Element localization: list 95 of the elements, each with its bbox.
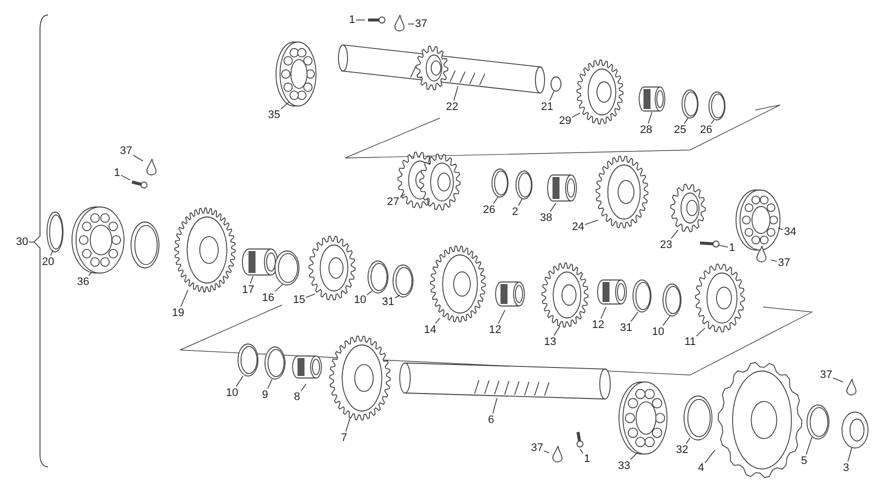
leader-line bbox=[550, 202, 556, 212]
leader-line bbox=[696, 328, 706, 336]
callout-number: 28 bbox=[640, 124, 652, 136]
callout-number: 1 bbox=[729, 242, 736, 254]
callout-number: 17 bbox=[242, 284, 254, 296]
callout-number: 29 bbox=[559, 114, 572, 128]
callout-number: 8 bbox=[294, 390, 300, 404]
leader-line bbox=[454, 86, 458, 101]
callout-number: 9 bbox=[262, 388, 268, 402]
callout-number: 5 bbox=[801, 454, 808, 468]
leader-line bbox=[684, 118, 688, 124]
callout-number: 26 bbox=[700, 124, 712, 136]
callout-number: 10 bbox=[354, 294, 366, 306]
leader-line bbox=[435, 318, 440, 324]
callout-number: 36 bbox=[77, 276, 90, 288]
leader-line bbox=[686, 438, 690, 444]
callout-number: 15 bbox=[293, 294, 306, 306]
callout-number: 1 bbox=[114, 166, 120, 180]
callout-number: 13 bbox=[544, 336, 556, 348]
callout-number: 11 bbox=[684, 336, 696, 348]
leader-line bbox=[498, 310, 506, 324]
leader-line bbox=[300, 384, 306, 392]
callout-number: 33 bbox=[618, 460, 630, 472]
leader-line bbox=[88, 272, 92, 276]
callout-number: 35 bbox=[268, 108, 280, 122]
leader-line bbox=[580, 448, 584, 454]
callout-number: 16 bbox=[262, 292, 274, 304]
callout-number: 21 bbox=[541, 100, 554, 114]
callout-number: 37 bbox=[415, 18, 428, 30]
leader-line bbox=[492, 398, 498, 414]
leader-line bbox=[662, 316, 670, 326]
leader-line bbox=[493, 196, 498, 204]
leader-line bbox=[394, 294, 400, 298]
leader-line bbox=[267, 378, 272, 389]
leader-line bbox=[554, 326, 560, 336]
callout-number: 24 bbox=[572, 220, 584, 234]
leader-line bbox=[400, 194, 406, 198]
callout-number: 7 bbox=[341, 432, 348, 444]
leader-line bbox=[770, 260, 778, 262]
callout-number: 4 bbox=[698, 462, 704, 474]
callout-number: 3 bbox=[843, 462, 850, 474]
leader-line bbox=[572, 112, 580, 118]
callout-number: 37 bbox=[820, 368, 832, 382]
callout-number: 1 bbox=[584, 452, 590, 466]
leader-line bbox=[710, 120, 714, 124]
callout-number: 19 bbox=[172, 306, 184, 320]
leader-line bbox=[630, 452, 638, 460]
callout-number: 10 bbox=[226, 386, 238, 400]
callout-number: 25 bbox=[674, 124, 686, 136]
callout-number: 37 bbox=[531, 442, 544, 454]
leader-line bbox=[832, 378, 844, 382]
callout-number: 27 bbox=[387, 196, 400, 208]
leader-line bbox=[670, 230, 678, 239]
leader-line bbox=[306, 294, 316, 298]
callout-number: 20 bbox=[42, 256, 54, 268]
leader-line bbox=[50, 250, 54, 256]
callout-number: 31 bbox=[620, 322, 632, 334]
callout-number: 38 bbox=[540, 212, 552, 224]
leader-line bbox=[600, 306, 606, 319]
leader-line bbox=[250, 276, 254, 284]
leader-line bbox=[544, 450, 550, 454]
leader-line bbox=[848, 446, 852, 462]
leader-line bbox=[778, 228, 784, 230]
leader-line bbox=[518, 198, 522, 206]
callout-number: 37 bbox=[778, 256, 790, 270]
leader-line bbox=[366, 290, 372, 296]
callout-number: 26 bbox=[483, 204, 496, 216]
callout-number: 30 bbox=[16, 236, 28, 248]
callout-number: 10 bbox=[652, 326, 664, 338]
callout-number: 1 bbox=[349, 14, 356, 26]
callout-number: 22 bbox=[446, 100, 458, 114]
callout-number: 31 bbox=[382, 296, 394, 308]
callout-number: 23 bbox=[660, 238, 672, 252]
callout-number: 34 bbox=[784, 226, 796, 238]
callout-number: 37 bbox=[120, 144, 132, 158]
callout-number: 32 bbox=[676, 444, 688, 456]
leader-line bbox=[584, 220, 598, 225]
leader-line bbox=[280, 102, 290, 110]
leader-line bbox=[630, 312, 638, 322]
leader-line bbox=[346, 418, 350, 432]
callout-number: 2 bbox=[512, 206, 518, 218]
leader-line bbox=[806, 436, 812, 455]
callout-number: 6 bbox=[488, 414, 494, 426]
leader-line bbox=[120, 174, 130, 180]
callout-number: 12 bbox=[592, 318, 604, 332]
leader-line bbox=[549, 90, 554, 101]
leader-line bbox=[704, 450, 716, 464]
leader-line bbox=[648, 112, 652, 124]
leader-line bbox=[180, 290, 188, 307]
callout-number: 12 bbox=[489, 324, 502, 336]
leader-line bbox=[274, 284, 284, 292]
leader-line bbox=[236, 376, 244, 387]
leader-line bbox=[132, 154, 144, 162]
callout-number: 14 bbox=[424, 324, 436, 336]
leader-line bbox=[718, 244, 728, 248]
